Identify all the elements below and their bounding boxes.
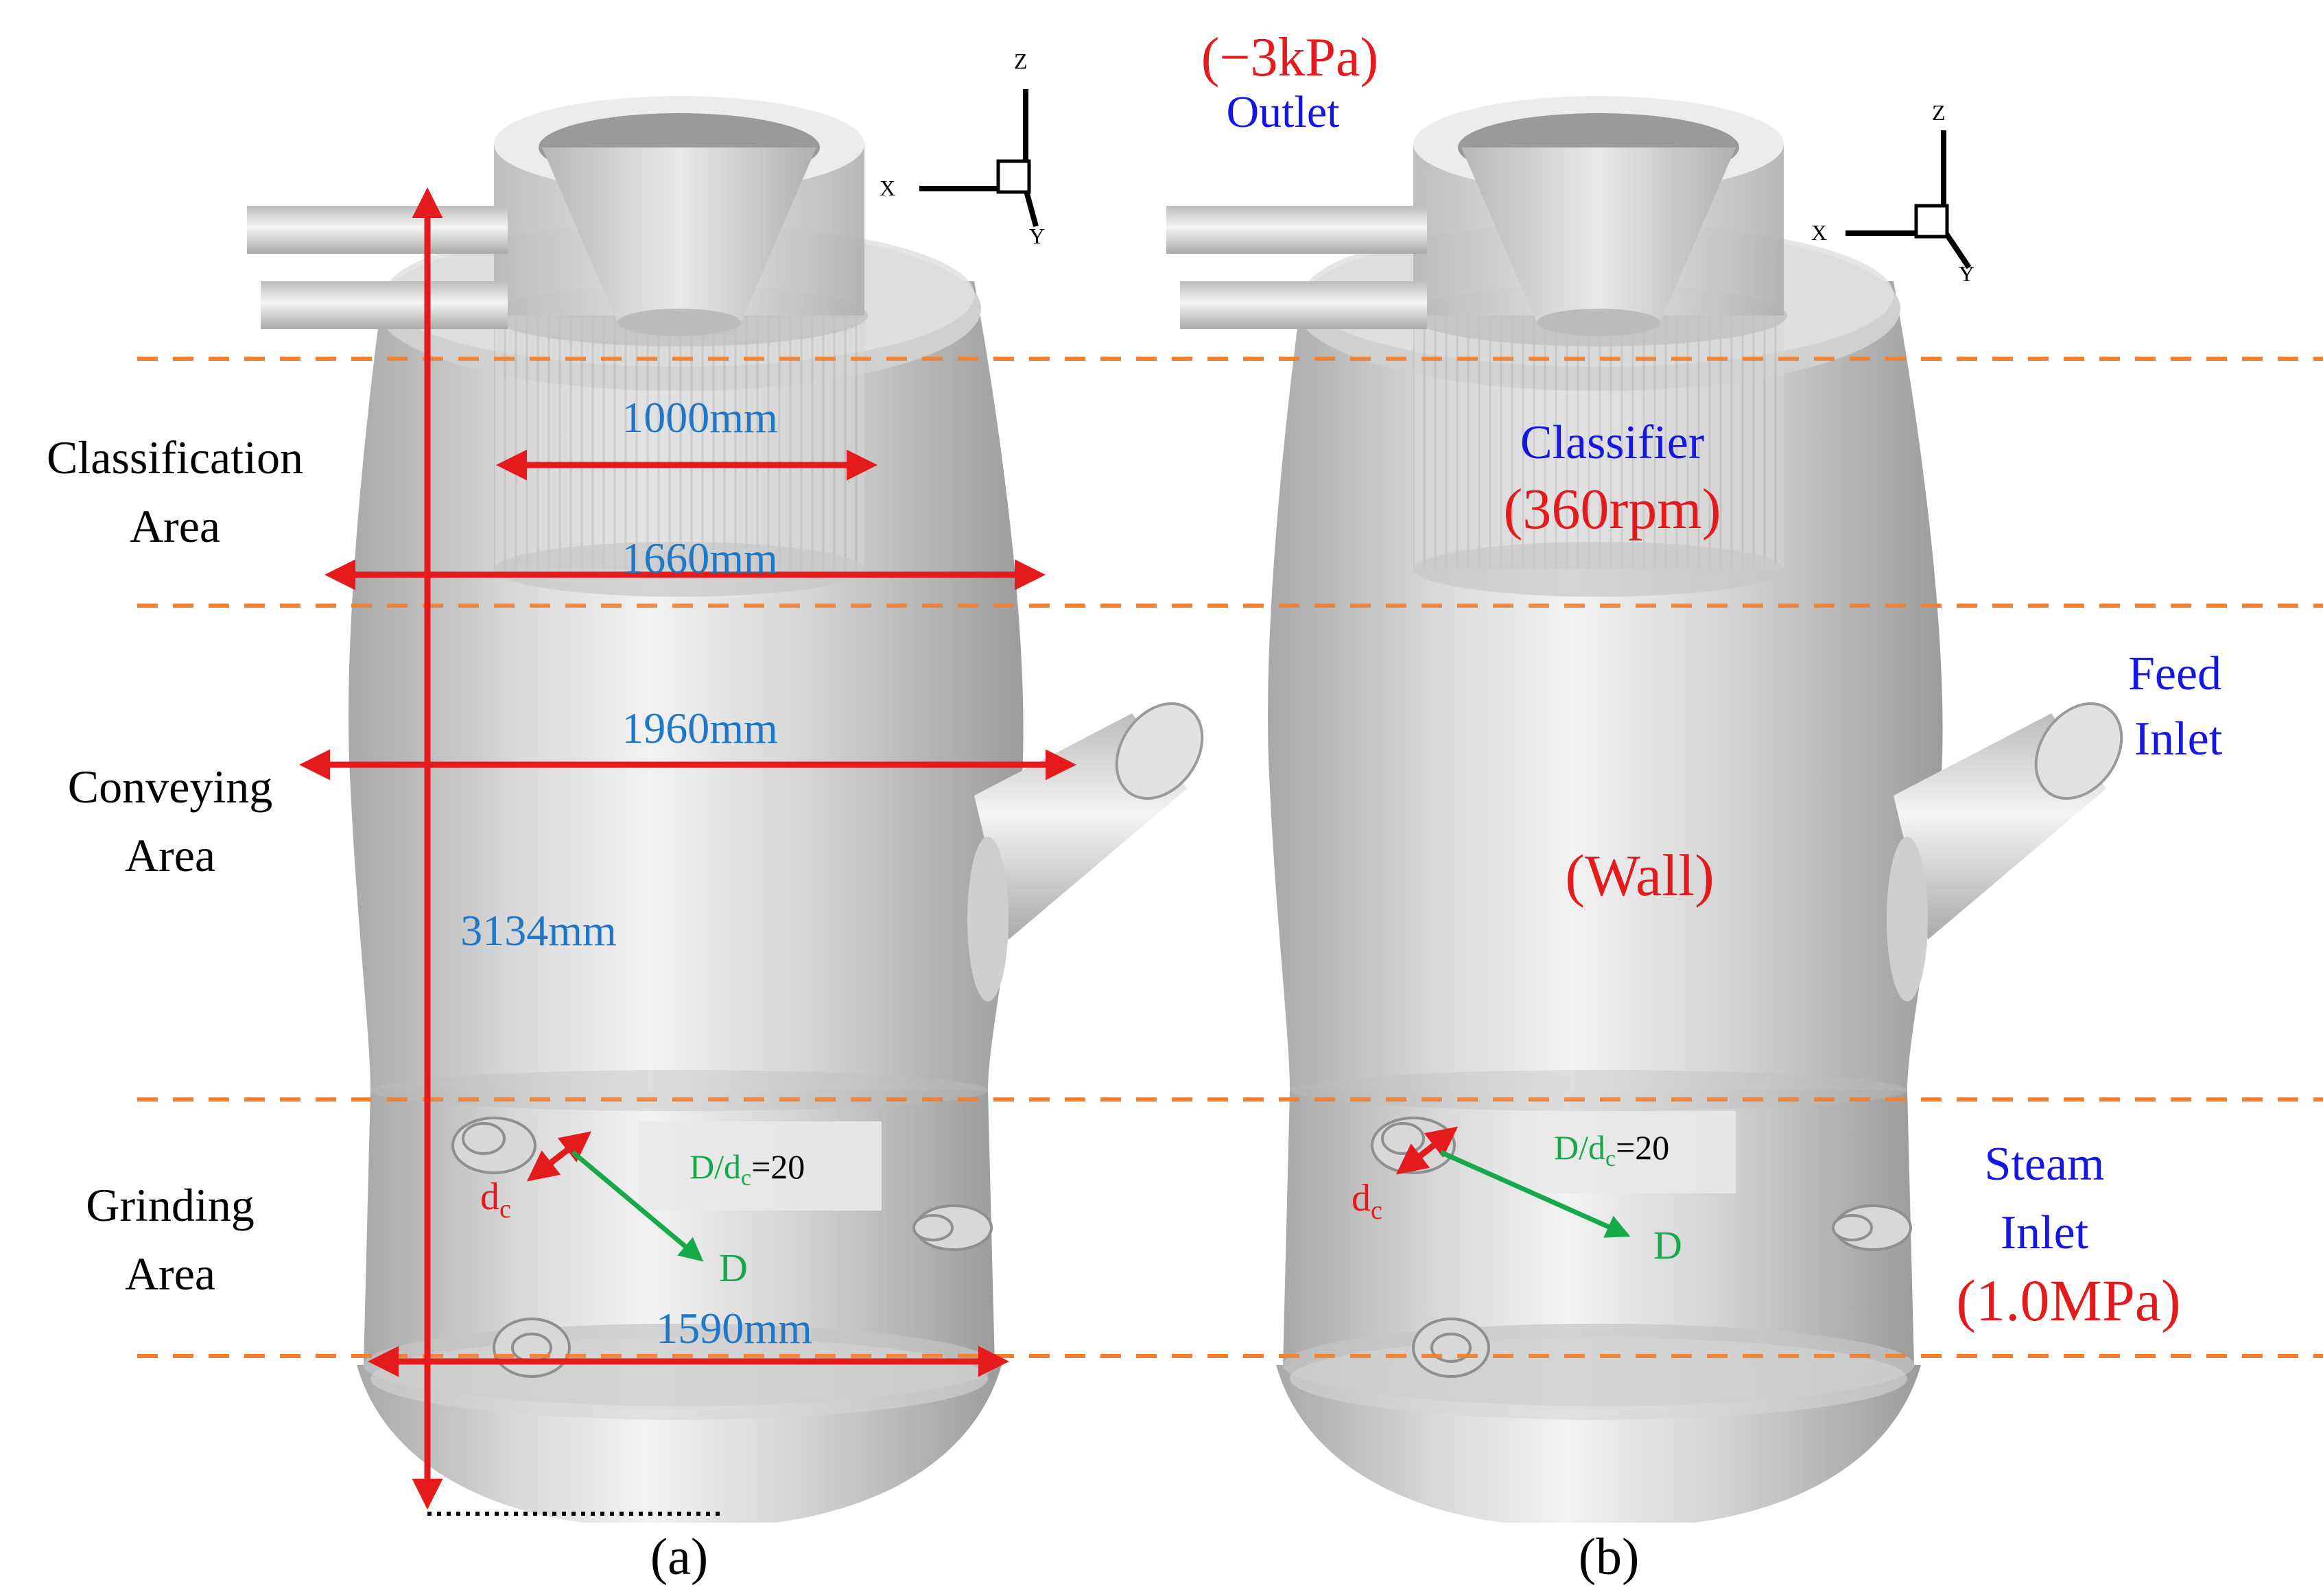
dc-arrow-b <box>1395 1126 1459 1175</box>
dim-1590-label: 1590mm <box>656 1304 812 1353</box>
D-arrow-b <box>1439 1150 1631 1238</box>
axis-triad-b <box>1846 130 1972 270</box>
D-arrow-a <box>571 1150 704 1262</box>
conveying-area-label-1: Conveying <box>68 761 272 813</box>
ratio-label-b: D/dc=20 <box>1554 1128 1669 1171</box>
caption-a: (a) <box>650 1528 708 1586</box>
steam-inlet-label-2: Inlet <box>2001 1206 2089 1259</box>
wall-label: (Wall) <box>1565 842 1714 908</box>
feed-inlet-label-1: Feed <box>2128 647 2221 700</box>
dc-label-b: dc <box>1352 1177 1382 1225</box>
area-labels: Classification Area Conveying Area Grind… <box>47 431 303 1300</box>
axis-triad-a <box>919 89 1039 228</box>
outlet-pressure-label: (−3kPa) <box>1201 27 1378 88</box>
outlet-label: Outlet <box>1227 87 1340 137</box>
axis-x-label-b: X <box>1811 220 1827 245</box>
ratio-box-b <box>1513 1111 1736 1193</box>
dim-1000-label: 1000mm <box>622 393 778 442</box>
grinding-area-label-2: Area <box>125 1248 215 1300</box>
dimension-labels-a: 1000mm 1660mm 1960mm 3134mm 1590mm <box>460 393 812 1353</box>
dim-1660-label: 1660mm <box>622 534 778 582</box>
ratio-label-a: D/dc=20 <box>689 1147 805 1191</box>
grinding-area-label-1: Grinding <box>86 1179 255 1231</box>
caption-b: (b) <box>1579 1528 1640 1586</box>
steam-pressure-label: (1.0MPa) <box>1956 1267 2180 1333</box>
feed-inlet-label-2: Inlet <box>2134 713 2223 765</box>
dc-label-a: dc <box>480 1176 511 1224</box>
classifier-label: Classifier <box>1520 416 1704 469</box>
axis-z-label-a: Z <box>1014 49 1028 73</box>
axis-y-label-b: Y <box>1959 261 1974 286</box>
ratio-box-a <box>638 1121 882 1211</box>
steam-inlet-label-1: Steam <box>1985 1138 2105 1191</box>
D-label-b: D <box>1653 1223 1682 1267</box>
axis-z-label-b: Z <box>1932 100 1946 125</box>
D-label-a: D <box>719 1246 748 1290</box>
dim-1960-label: 1960mm <box>622 704 778 752</box>
classification-area-label-2: Area <box>130 500 220 552</box>
conveying-area-label-2: Area <box>125 829 215 881</box>
dimension-arrows-a <box>299 187 1076 1510</box>
axis-x-label-a: X <box>880 176 895 200</box>
dim-3134-label: 3134mm <box>460 906 617 955</box>
axis-y-label-a: Y <box>1029 224 1045 248</box>
classification-area-label-1: Classification <box>47 431 303 484</box>
dc-arrow-a <box>526 1131 592 1182</box>
classifier-speed-label: (360rpm) <box>1503 477 1721 541</box>
